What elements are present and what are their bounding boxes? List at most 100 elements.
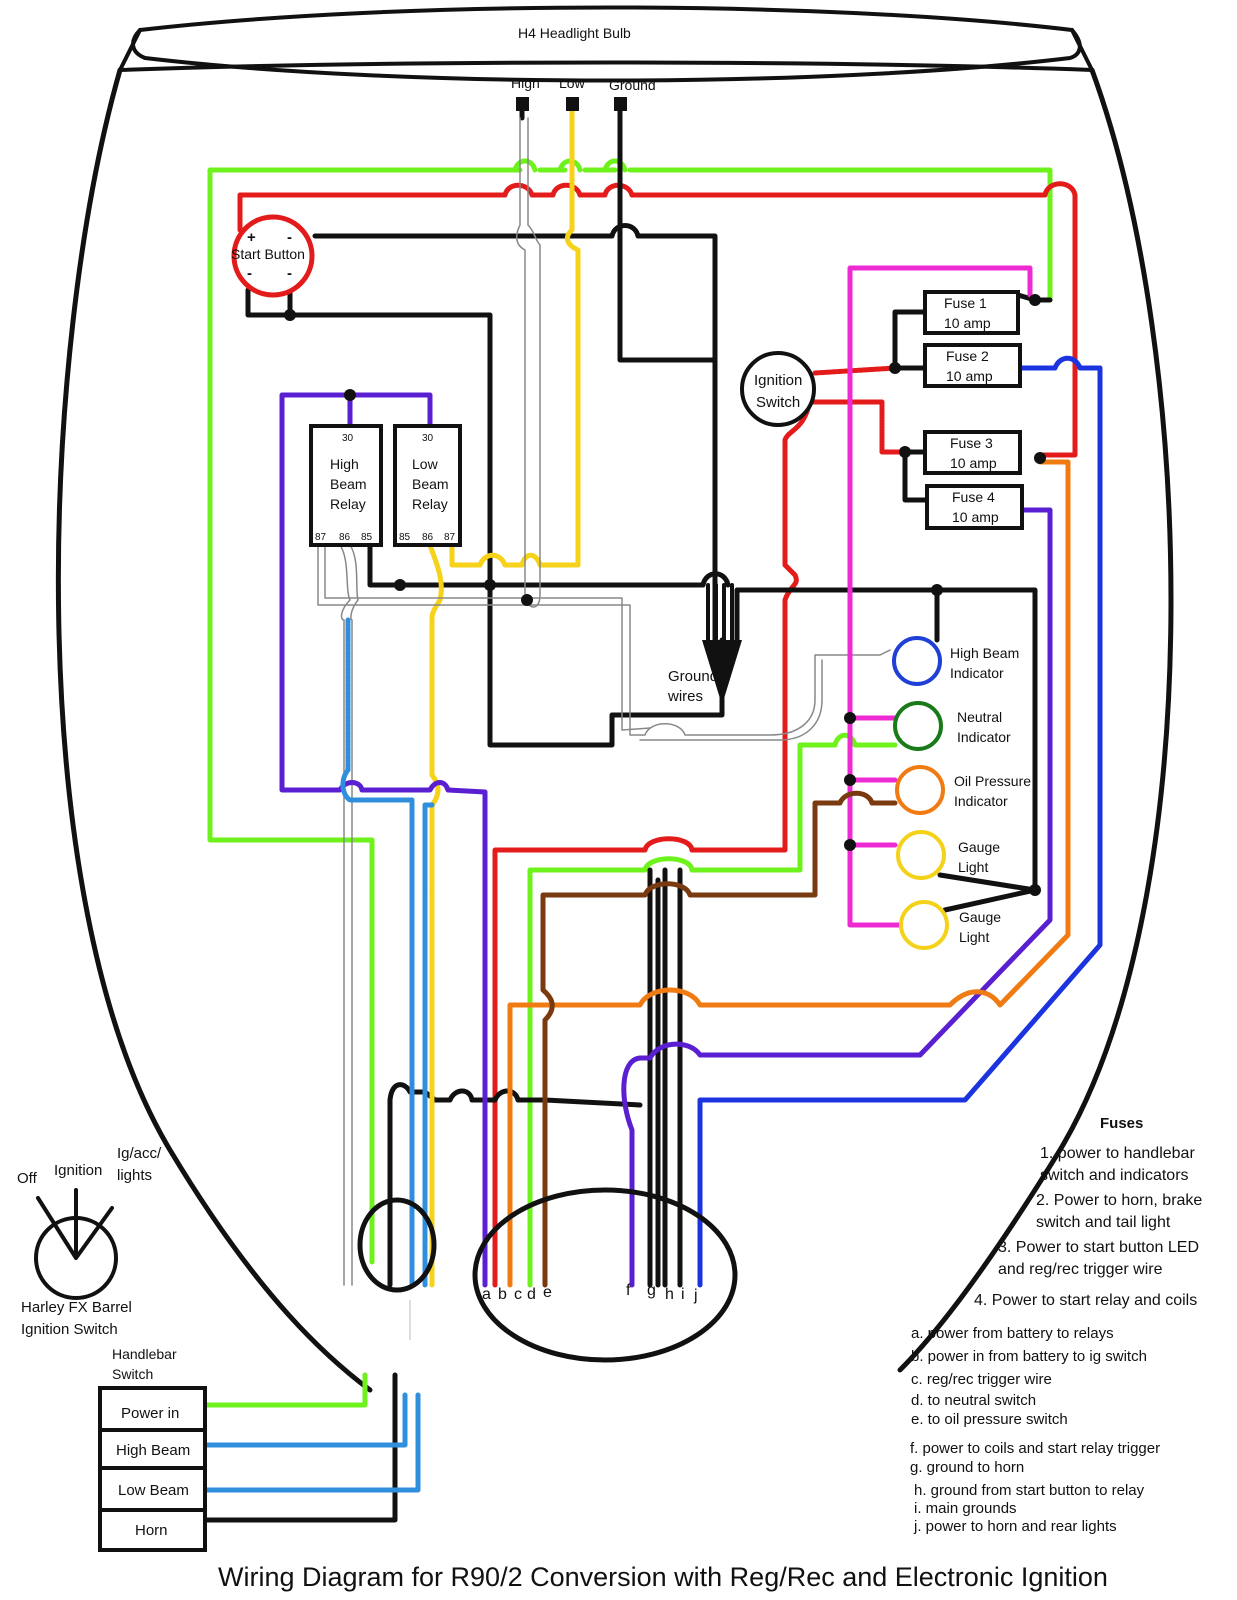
start-button-minus-top: - [287, 229, 292, 246]
high-beam-relay: 30 High Beam Relay 87 86 85 [309, 424, 383, 547]
handlebar-row-horn: Horn [135, 1522, 168, 1539]
gauge-light-2: Gauge Light [899, 900, 1001, 950]
neutral-indicator-line2: Indicator [957, 729, 1011, 745]
black-wires [202, 105, 1053, 1523]
wire-legend-a: a. power from battery to relays [911, 1325, 1114, 1342]
relay2-pin30: 30 [422, 433, 434, 444]
oil-pressure-indicator-line1: Oil Pressure [954, 773, 1031, 789]
handlebar-row-power-in: Power in [121, 1405, 179, 1422]
handlebar-switch-label-1: Handlebar [112, 1346, 177, 1362]
fuse-legend-4: 4. Power to start relay and coils [974, 1292, 1197, 1309]
fuse-4: Fuse 4 10 amp [925, 484, 1024, 530]
blue-wires [697, 355, 1103, 1288]
barrel-switch-label-2: Ignition Switch [21, 1321, 118, 1338]
start-button-plus: + [247, 229, 256, 246]
fuse-legend-1a: 1. power to handlebar [1040, 1145, 1195, 1162]
headlight-terminals [516, 97, 627, 111]
relay2-line1: Low [412, 456, 439, 472]
fuse-1-rating: 10 amp [944, 315, 991, 331]
yellow-wires [427, 105, 581, 1288]
terminal-ground-label: Ground [609, 77, 656, 93]
barrel-position-ignition: Ignition [54, 1162, 102, 1179]
relay2-pin86: 86 [422, 532, 434, 543]
gauge-light-1: Gauge Light [896, 830, 1000, 880]
handlebar-switch-label-2: Switch [112, 1366, 153, 1382]
fuse-legend-3a: 3. Power to start button LED [998, 1239, 1199, 1256]
gauge-light-2-line2: Light [959, 929, 989, 945]
diagram-title: Wiring Diagram for R90/2 Conversion with… [218, 1562, 1108, 1592]
relay1-line1: High [330, 456, 359, 472]
connector-letter-j: j [693, 1287, 698, 1304]
fuse-2: Fuse 2 10 amp [923, 343, 1022, 388]
wire-legend-b: b. power in from battery to ig switch [911, 1348, 1147, 1365]
connector-letter-c: c [514, 1286, 522, 1303]
relay1-line2: Beam [330, 476, 367, 492]
relay1-pin85: 85 [361, 532, 373, 543]
magenta-wires [847, 265, 1033, 928]
high-beam-indicator-line1: High Beam [950, 645, 1019, 661]
connector-letter-i: i [681, 1286, 685, 1303]
fuse-1: Fuse 1 10 amp [923, 290, 1020, 335]
wire-legend-e: e. to oil pressure switch [911, 1411, 1068, 1428]
grey-wires [317, 117, 891, 1286]
gauge-light-1-line2: Light [958, 859, 988, 875]
high-beam-indicator: High Beam Indicator [892, 636, 1019, 686]
neutral-indicator: Neutral Indicator [893, 701, 1011, 751]
connector-letter-g: g [647, 1282, 656, 1299]
connector-letter-h: h [665, 1286, 674, 1303]
ignition-switch: Ignition Switch [740, 351, 816, 427]
relay1-pin86: 86 [339, 532, 351, 543]
start-button-minus-br: - [287, 265, 292, 282]
fuse-legend-2a: 2. Power to horn, brake [1036, 1192, 1202, 1209]
barrel-position-off: Off [17, 1170, 38, 1187]
fuse-3-rating: 10 amp [950, 455, 997, 471]
wire-legend-j: j. power to horn and rear lights [913, 1518, 1117, 1535]
wire-legend-f: f. power to coils and start relay trigge… [910, 1440, 1160, 1457]
gauge-light-1-line1: Gauge [958, 839, 1000, 855]
connector-letter-f: f [626, 1282, 631, 1299]
fuses-legend-heading: Fuses [1100, 1115, 1143, 1132]
relay2-line3: Relay [412, 496, 448, 512]
fuse-3-name: Fuse 3 [950, 435, 993, 451]
connector-letter-b: b [498, 1286, 507, 1303]
barrel-position-ig-acc: Ig/acc/ [117, 1145, 162, 1162]
fuse-4-rating: 10 amp [952, 509, 999, 525]
connector-letter-e: e [543, 1284, 552, 1301]
connector-letter-d: d [527, 1286, 536, 1303]
high-beam-indicator-line2: Indicator [950, 665, 1004, 681]
relay1-line3: Relay [330, 496, 366, 512]
oil-pressure-indicator: Oil Pressure Indicator [895, 765, 1031, 815]
relay2-pin85: 85 [399, 532, 411, 543]
headlight-label: H4 Headlight Bulb [518, 25, 631, 41]
ignition-switch-line1: Ignition [754, 372, 802, 389]
fuse-legend-2b: switch and tail light [1036, 1214, 1171, 1231]
oil-pressure-indicator-line2: Indicator [954, 793, 1008, 809]
fuse-3: Fuse 3 10 amp [923, 430, 1022, 475]
ignition-switch-line2: Switch [756, 394, 800, 411]
fuse-4-name: Fuse 4 [952, 489, 995, 505]
neutral-indicator-line1: Neutral [957, 709, 1002, 725]
barrel-ignition-switch [34, 1188, 118, 1300]
main-connector [472, 1187, 738, 1363]
headlight-shell [55, 5, 1174, 1393]
relay2-line2: Beam [412, 476, 449, 492]
handlebar-row-low-beam: Low Beam [118, 1482, 189, 1499]
relay1-pin87: 87 [315, 532, 327, 543]
wire-legend-g: g. ground to horn [910, 1459, 1024, 1476]
fuse-2-name: Fuse 2 [946, 348, 989, 364]
ground-wires-label-2: wires [667, 688, 703, 705]
wire-legend-d: d. to neutral switch [911, 1392, 1036, 1409]
gauge-light-2-line1: Gauge [959, 909, 1001, 925]
handlebar-switch [98, 1386, 207, 1552]
wire-legend-i: i. main grounds [914, 1500, 1017, 1517]
ground-wires-label-1: Ground [668, 668, 718, 685]
barrel-switch-label-1: Harley FX Barrel [21, 1299, 132, 1316]
fuse-1-name: Fuse 1 [944, 295, 987, 311]
fuse-legend-3b: and reg/rec trigger wire [998, 1261, 1163, 1278]
wire-legend-c: c. reg/rec trigger wire [911, 1371, 1052, 1388]
terminal-high-label: High [511, 75, 540, 91]
junction-dots [284, 294, 1046, 896]
lightblue-wires [202, 617, 435, 1493]
low-beam-relay: 30 Low Beam Relay 85 86 87 [393, 424, 462, 547]
